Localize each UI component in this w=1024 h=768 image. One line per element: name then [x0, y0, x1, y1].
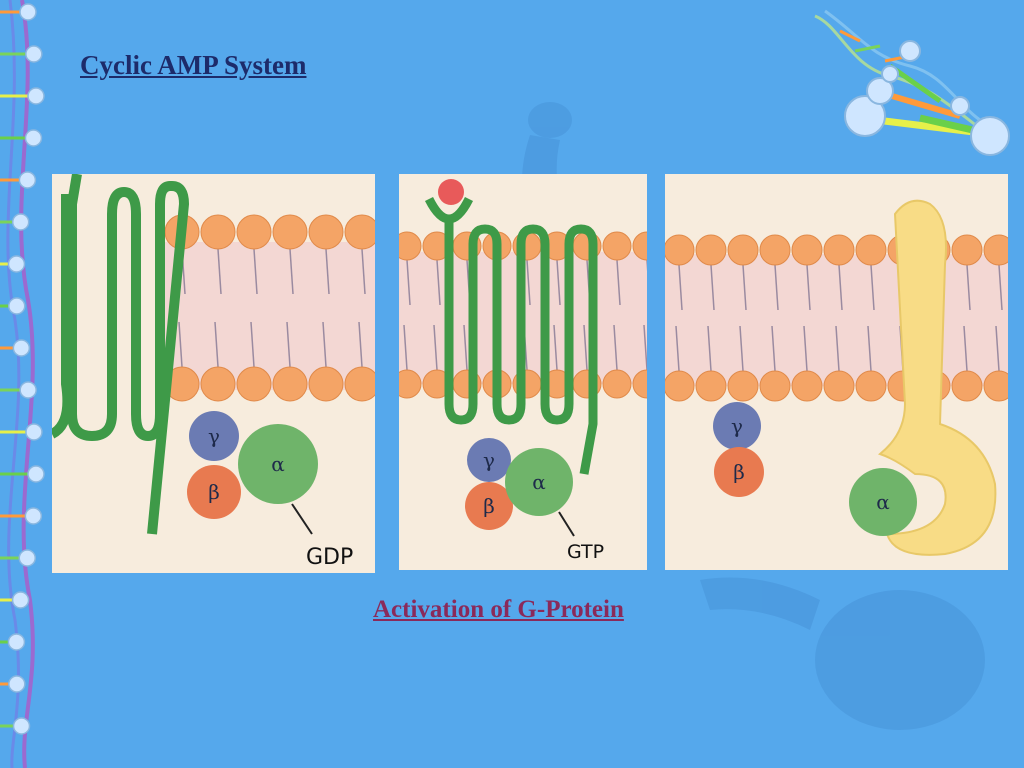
panel-inactive-gdp: γ β α GDP	[52, 174, 375, 573]
gamma-symbol: γ	[483, 448, 495, 472]
receptor-tail	[52, 194, 73, 439]
membrane-diagram-3: γ β α	[665, 199, 1008, 556]
pointer-line	[291, 503, 313, 535]
alpha-symbol: α	[271, 452, 285, 476]
beta-subunit	[714, 447, 764, 497]
alpha-subunit	[505, 448, 573, 516]
gamma-symbol: γ	[731, 414, 743, 438]
beta-symbol: β	[208, 480, 220, 504]
dna-strand-icon	[0, 0, 45, 768]
alpha-subunit	[238, 424, 318, 504]
pointer-line	[558, 511, 575, 537]
beta-subunit	[187, 465, 241, 519]
gdp-label: GDP	[306, 545, 353, 570]
beta-subunit	[465, 482, 513, 530]
membrane-diagram-1: γ β α GDP	[52, 174, 375, 570]
alpha-symbol: α	[876, 490, 890, 514]
receptor	[444, 219, 598, 475]
slide-caption: Activation of G-Protein	[373, 596, 624, 623]
gamma-symbol: γ	[208, 424, 220, 448]
dna-helix-corner-icon	[814, 9, 1010, 156]
beta-symbol: β	[733, 460, 745, 484]
beta-symbol: β	[483, 494, 495, 518]
alpha-subunit	[849, 468, 917, 536]
slide-title: Cyclic AMP System	[80, 50, 307, 80]
lipid-bilayer	[665, 254, 1008, 386]
receptor	[67, 174, 189, 535]
alpha-symbol: α	[532, 470, 546, 494]
gamma-subunit	[189, 411, 239, 461]
adenylyl-cyclase	[877, 199, 997, 556]
membrane-diagram-2: γ β α GTP	[399, 179, 647, 563]
panel-active-gtp: γ β α GTP	[399, 174, 647, 570]
gtp-label: GTP	[567, 541, 604, 563]
ligand	[438, 179, 464, 205]
gamma-subunit	[467, 438, 511, 482]
panel-alpha-effector: γ β α	[665, 174, 1008, 570]
lipid-bilayer	[162, 242, 375, 390]
gamma-subunit	[713, 402, 761, 450]
